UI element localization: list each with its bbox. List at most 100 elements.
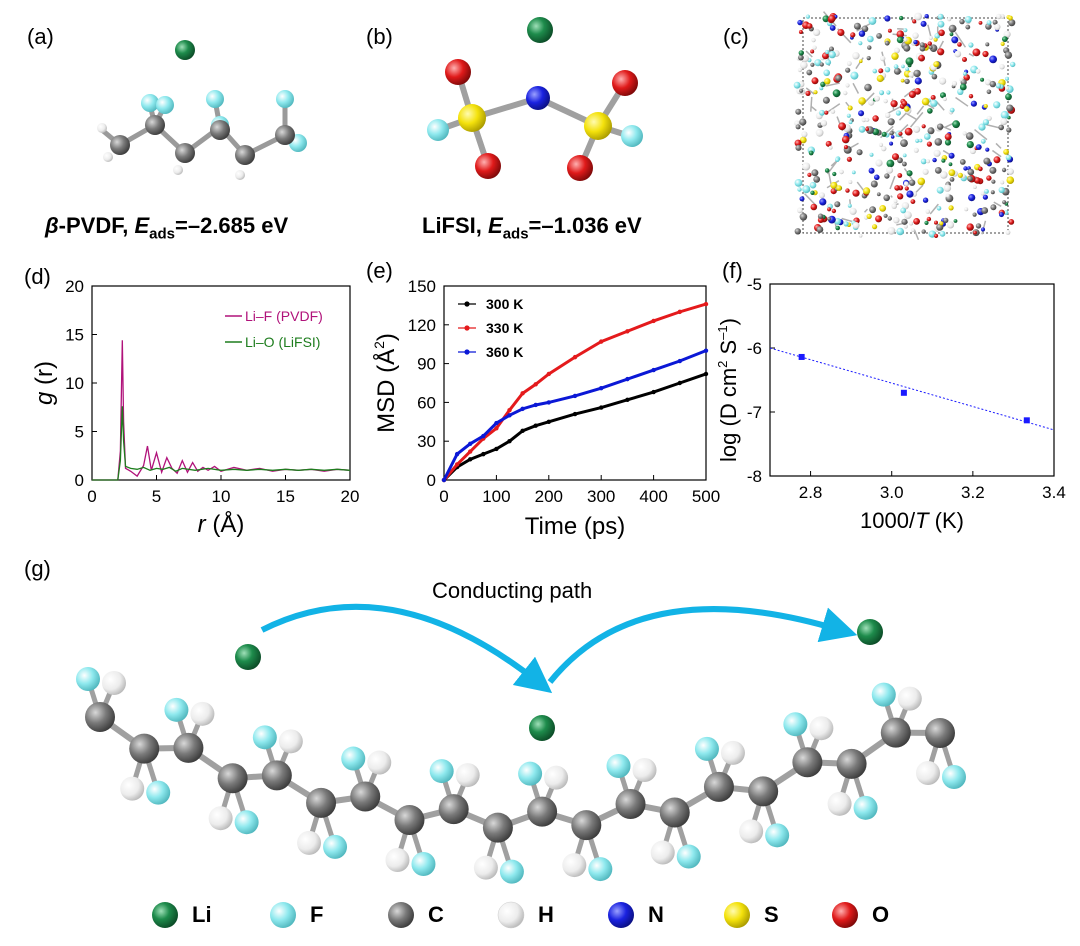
atom <box>798 54 804 61</box>
atom <box>899 15 904 21</box>
atom <box>869 206 876 214</box>
pvdf-chain-li-hopping-image <box>76 603 966 884</box>
atom <box>876 33 882 39</box>
y-tick-label: 150 <box>408 277 436 296</box>
carbon-atom <box>482 812 513 843</box>
atom <box>946 221 955 229</box>
atom <box>799 213 808 221</box>
atom <box>795 124 801 130</box>
y-tick-label: 10 <box>65 374 84 393</box>
data-point <box>441 477 447 483</box>
legend-marker <box>464 349 470 355</box>
s-atom-icon <box>724 902 750 928</box>
atom <box>1002 200 1007 205</box>
y-tick-label: 30 <box>417 432 436 451</box>
atom <box>924 14 929 19</box>
atom <box>934 233 939 238</box>
panel-d-label: (d) <box>24 264 51 289</box>
y-axis-label: g (r) <box>31 361 58 405</box>
atom <box>850 71 859 80</box>
atom <box>913 69 921 78</box>
atom <box>905 57 914 66</box>
atom <box>832 89 841 98</box>
atom <box>949 32 954 37</box>
atom <box>889 130 894 136</box>
y-axis-label: MSD (Å2) <box>371 333 400 433</box>
atom <box>948 24 957 33</box>
atom <box>934 220 938 225</box>
atom <box>795 144 802 151</box>
substituent-atom <box>164 697 189 722</box>
atom <box>867 35 874 43</box>
substituent-atom <box>234 810 259 835</box>
bond <box>913 229 920 241</box>
bond <box>936 101 945 111</box>
atom <box>972 48 981 57</box>
y-axis-label: log (D cm2 S–1) <box>718 318 741 462</box>
atom <box>797 187 802 192</box>
atom <box>807 172 812 177</box>
atom <box>837 28 845 37</box>
data-point <box>900 389 907 396</box>
atom <box>883 194 890 202</box>
atom <box>974 177 981 184</box>
atom <box>1003 210 1009 215</box>
atom <box>836 185 842 192</box>
x-tick-label: 100 <box>482 487 510 506</box>
atom <box>903 28 908 33</box>
atom <box>815 128 824 137</box>
atom <box>914 77 922 85</box>
bond <box>805 50 813 58</box>
atom <box>903 181 909 187</box>
atom <box>900 139 908 148</box>
carbon-atom <box>880 717 911 748</box>
atom <box>989 166 997 174</box>
substituent-atom <box>385 847 410 872</box>
atom <box>843 221 849 227</box>
atom <box>969 148 976 155</box>
atom <box>904 211 912 220</box>
atom <box>887 118 895 126</box>
atom <box>996 13 1002 20</box>
panel-b-label: (b) <box>366 24 393 49</box>
li-ion <box>235 644 261 670</box>
atom <box>874 174 880 181</box>
atom <box>872 224 878 230</box>
atom <box>902 161 907 167</box>
lifsi-caption: LiFSI, Eads=–1.036 eV <box>422 213 642 243</box>
y-tick-label: 120 <box>408 316 436 335</box>
substituent-atom <box>765 823 790 848</box>
atom <box>806 69 813 76</box>
data-point <box>798 353 805 360</box>
substituent-atom <box>827 791 852 816</box>
atom <box>1006 127 1012 133</box>
carbon-atom <box>659 797 690 828</box>
atom <box>896 227 904 236</box>
atom <box>908 90 916 99</box>
x-tick-label: 3.0 <box>880 483 904 502</box>
atom <box>924 133 931 140</box>
atom <box>931 73 938 80</box>
atom <box>863 187 871 195</box>
atom <box>903 37 908 42</box>
atom <box>834 201 841 208</box>
atom <box>894 47 900 54</box>
atom <box>897 157 903 164</box>
atom <box>839 169 844 175</box>
atom <box>802 162 811 171</box>
atom <box>805 90 811 96</box>
li-ion <box>529 715 555 741</box>
atom <box>893 67 901 75</box>
atom <box>980 77 985 82</box>
atom <box>941 158 946 163</box>
carbon-atom <box>836 748 867 779</box>
atom <box>822 96 830 104</box>
y-tick-label: 5 <box>75 423 84 442</box>
pvdf-molecule-image <box>97 40 307 180</box>
atom <box>1003 149 1009 155</box>
legend-marker <box>464 301 470 307</box>
atom <box>861 117 867 123</box>
atom <box>934 167 942 174</box>
atom <box>838 122 846 131</box>
atom <box>824 168 830 173</box>
